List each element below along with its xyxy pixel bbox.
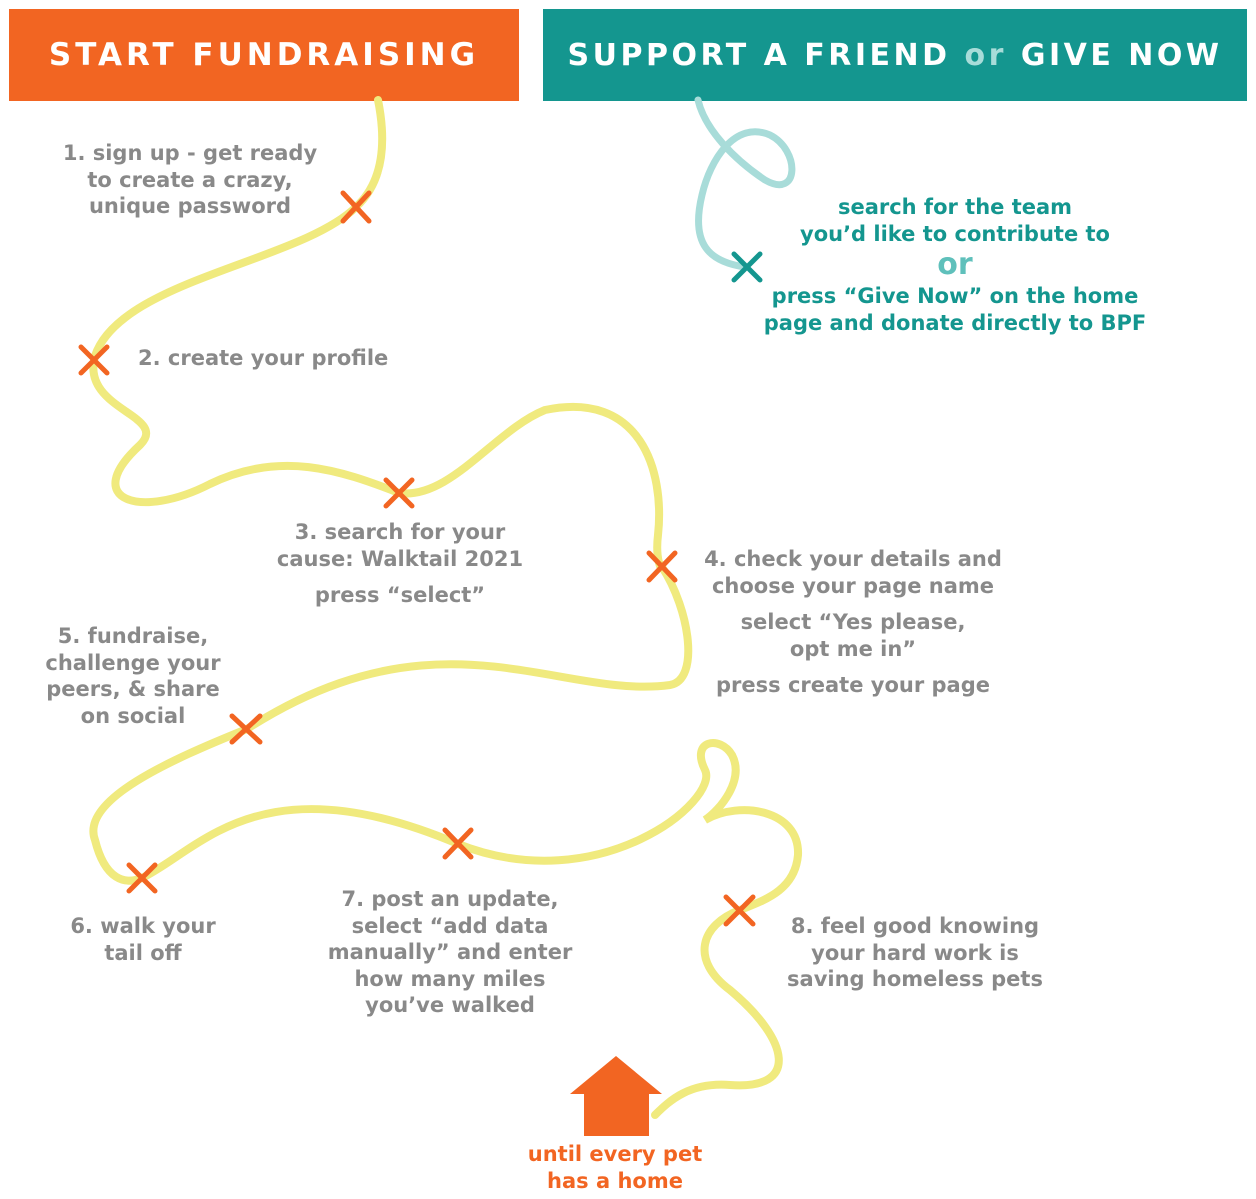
support-path <box>694 96 796 271</box>
x-marker-icon <box>340 190 372 224</box>
x-marker-icon <box>646 550 678 583</box>
step-8-text: 8. feel good knowing your hard work is s… <box>787 914 1043 991</box>
x-marker-icon <box>723 894 756 927</box>
x-marker-icon <box>383 477 415 509</box>
x-marker-icon <box>442 827 474 860</box>
step-3-text: 3. search for your cause: Walktail 2021 … <box>276 520 524 607</box>
support-friend-give-now-button[interactable]: SUPPORT A FRIEND or GIVE NOW <box>543 9 1247 101</box>
support-or-text: or <box>937 247 973 282</box>
step-5-text: 5. fundraise, challenge your peers, & sh… <box>45 624 221 728</box>
fundraising-path <box>89 96 803 1119</box>
step-1-text: 1. sign up - get ready to create a crazy… <box>62 141 318 218</box>
teal-x-marker-icon <box>731 251 763 283</box>
x-marker-icon <box>229 713 263 745</box>
support-instructions: search for the team you’d like to contri… <box>755 194 1155 336</box>
step-4-text: 4. check your details and choose your pa… <box>704 547 1002 697</box>
step-2-text: 2. create your profile <box>138 346 389 370</box>
house-icon <box>570 1056 662 1136</box>
support-friend-label: SUPPORT A FRIEND <box>567 37 951 73</box>
support-or-label: or <box>964 37 1007 73</box>
start-fundraising-label: START FUNDRAISING <box>48 37 480 73</box>
start-fundraising-button[interactable]: START FUNDRAISING <box>9 9 519 101</box>
x-marker-icon <box>78 344 110 376</box>
step-6-text: 6. walk your tail off <box>70 914 216 965</box>
step-7-text: 7. post an update, select “add data manu… <box>327 887 573 1017</box>
give-now-label: GIVE NOW <box>1020 37 1223 73</box>
x-marker-icon <box>126 862 158 894</box>
final-message: until every pet has a home <box>527 1142 703 1193</box>
